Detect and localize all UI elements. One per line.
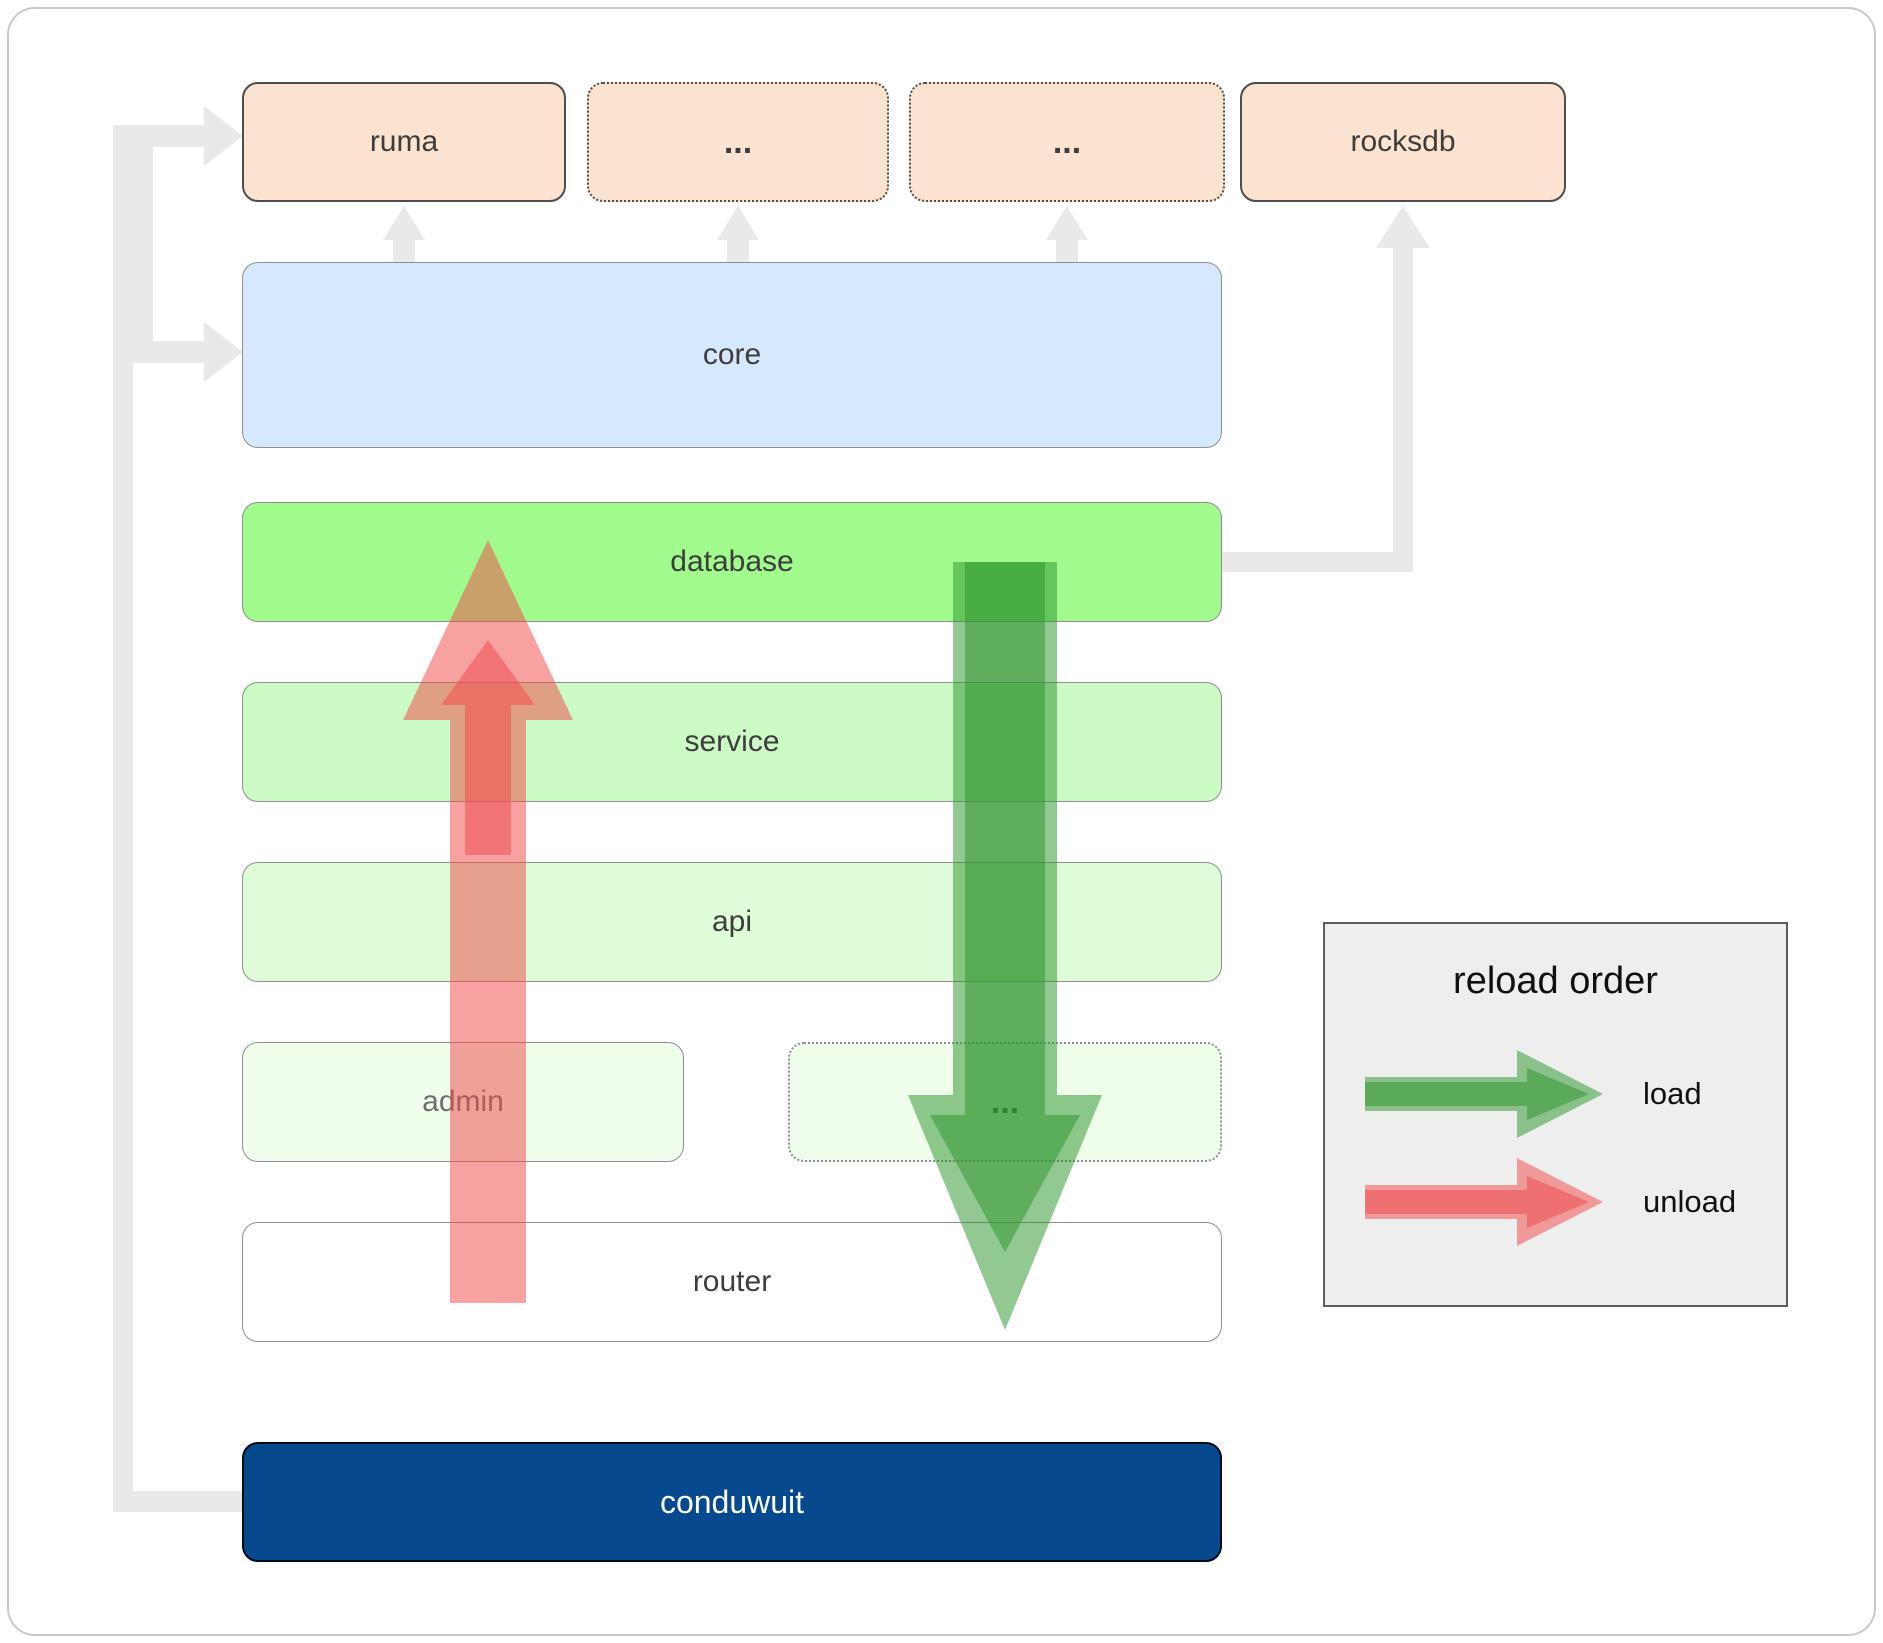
- legend-load-label: load: [1643, 1076, 1702, 1111]
- connector-database-to-rocksdb: [1222, 206, 1430, 572]
- arrowhead-into-core: [204, 322, 243, 382]
- box-ellipsis-top-2-label: ...: [1052, 122, 1082, 161]
- diagram-outer-frame: [7, 7, 1876, 1636]
- connector-conduwuit-to-core: [133, 147, 243, 382]
- box-service-label: service: [684, 725, 780, 758]
- box-ellipsis-mid: ...: [788, 1042, 1222, 1162]
- box-router: router: [242, 1222, 1222, 1342]
- box-core: core: [242, 262, 1222, 448]
- box-ellipsis-top-2: ...: [909, 82, 1225, 202]
- box-ellipsis-mid-label: ...: [990, 1082, 1020, 1121]
- box-rocksdb-label: rocksdb: [1350, 125, 1456, 158]
- connector-core-to-ruma: [383, 206, 425, 263]
- box-admin-label: admin: [422, 1085, 504, 1118]
- box-api: api: [242, 862, 1222, 982]
- arrowhead-into-ruma: [204, 106, 243, 166]
- box-ellipsis-top-1: ...: [587, 82, 889, 202]
- box-ellipsis-top-1-label: ...: [723, 122, 753, 161]
- box-conduwuit-label: conduwuit: [659, 1483, 805, 1520]
- connector-core-to-ellipsis-1: [717, 206, 759, 263]
- connector-core-to-ellipsis-2: [1046, 206, 1088, 263]
- load-arrow-icon: [1365, 1050, 1603, 1138]
- legend-unload-label: unload: [1643, 1184, 1737, 1219]
- box-core-label: core: [702, 338, 762, 371]
- box-ruma-label: ruma: [369, 125, 439, 158]
- box-admin: admin: [242, 1042, 684, 1162]
- box-rocksdb: rocksdb: [1240, 82, 1566, 202]
- box-api-label: api: [711, 905, 753, 938]
- legend-reload-order: reload order load unload: [1323, 922, 1788, 1307]
- box-conduwuit: conduwuit: [242, 1442, 1222, 1562]
- box-router-label: router: [692, 1265, 772, 1298]
- unload-arrow-icon: [1365, 1158, 1603, 1246]
- legend-row-unload: unload: [1365, 1152, 1736, 1252]
- box-service: service: [242, 682, 1222, 802]
- arrowhead-into-rocksdb: [1376, 206, 1430, 248]
- connector-conduwuit-to-ruma: [113, 106, 244, 1512]
- box-database-label: database: [670, 545, 794, 578]
- legend-title: reload order: [1453, 960, 1658, 1002]
- legend-row-load: load: [1365, 1044, 1702, 1144]
- box-database: database: [242, 502, 1222, 622]
- box-ruma: ruma: [242, 82, 566, 202]
